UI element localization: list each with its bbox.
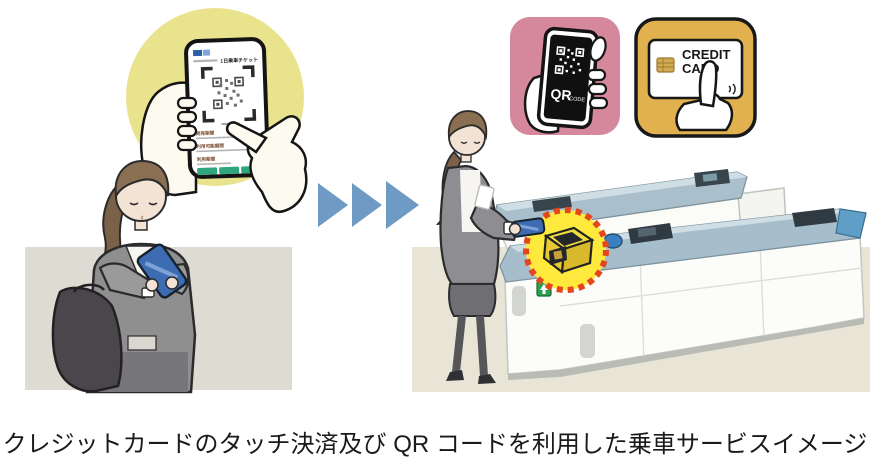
caption-text: クレジットカードのタッチ決済及び QR コードを利用した乗車サービスイメージ [2, 430, 868, 458]
credit-card-icon: CREDIT CARD [647, 38, 744, 100]
qr-touch-reader-icon [542, 226, 595, 275]
qr-frame-icon [200, 65, 257, 123]
left-hand-fingers-icon [176, 96, 198, 152]
reader-scan-window [553, 250, 563, 260]
closed-eye [460, 141, 468, 144]
shirt-hem [127, 335, 157, 351]
woman-at-gate [435, 110, 546, 384]
bag-handle [72, 283, 105, 293]
left-scene: 1日乗車チケット [25, 8, 308, 394]
app-logo-icon [202, 49, 211, 56]
illustration-canvas: 1日乗車チケット [25, 8, 870, 394]
shoe [446, 370, 464, 381]
closed-eye [148, 202, 158, 206]
hair-bangs [114, 159, 170, 200]
shoe [478, 374, 496, 384]
badge-hand-fingers-icon [586, 36, 609, 110]
closed-eye [129, 202, 139, 206]
gate-display-screen [637, 226, 657, 238]
carried-item [474, 184, 495, 210]
arrow-right-icon [352, 183, 382, 227]
qr-code-icon [554, 46, 585, 75]
ticket-spotlight: 1日乗車チケット [126, 8, 308, 214]
leg [476, 316, 488, 376]
arrow-right-icon [386, 181, 419, 229]
credit-card-line1: CREDIT [682, 47, 730, 62]
card-chip-icon [656, 57, 675, 73]
shoulder-bag [51, 286, 123, 393]
section-label: 利用可能期間 [195, 142, 224, 150]
hand [508, 222, 522, 236]
ticket-action-button [219, 166, 240, 175]
highlight-dashed-ring [523, 207, 609, 293]
gate-vent [512, 286, 526, 316]
gate-end-cap [835, 208, 867, 239]
flow-arrows [318, 181, 419, 229]
contactless-icon [728, 83, 736, 95]
pointing-hand-icon [225, 115, 308, 214]
tapping-hand-icon [675, 60, 734, 132]
section-label: 発売期間 [195, 129, 215, 137]
app-logo-icon [192, 49, 203, 57]
qr-badge-subtitle: CODE [569, 96, 586, 103]
leg [452, 316, 466, 372]
hand [145, 278, 159, 292]
gate-vent [580, 324, 595, 358]
arrow-right-icon [318, 183, 348, 227]
qr-code-badge: QR CODE [510, 17, 620, 135]
ticket-action-button [197, 167, 218, 176]
hand [165, 276, 179, 290]
reader-highlight [523, 207, 609, 293]
ic-reader-panel [532, 196, 572, 212]
badge-qr-phone: QR CODE [536, 26, 600, 130]
hair-bangs [447, 110, 488, 141]
gate-display-screen [702, 173, 718, 182]
right-scene [412, 110, 870, 392]
woman-buying-ticket [51, 159, 197, 394]
credit-card-badge: CREDIT CARD [634, 17, 757, 138]
ticket-title: 1日乗車チケット [220, 56, 258, 64]
qr-badge-title: QR [550, 86, 572, 104]
ticket-sections: 発売期間 利用可能期間 利用期間 [195, 129, 253, 166]
gate-display-panel [792, 208, 837, 227]
gate-base-shadow [508, 318, 864, 380]
title-prefix-text [193, 59, 218, 63]
closed-eye [473, 141, 481, 144]
skirt [448, 283, 497, 317]
section-label: 利用期間 [196, 155, 216, 163]
arrow-up-icon [540, 284, 548, 294]
mouth [140, 215, 144, 220]
